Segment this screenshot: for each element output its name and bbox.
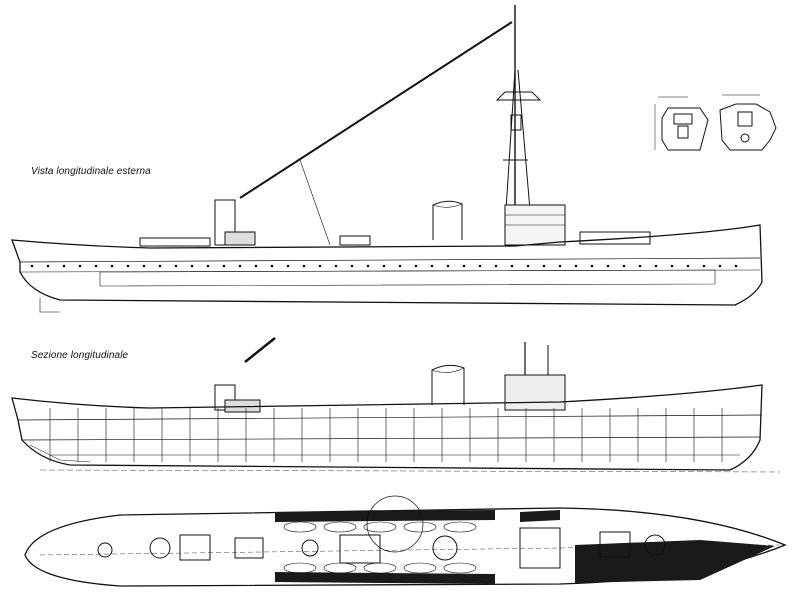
section-caption: Sezione longitudinale	[31, 350, 129, 361]
deck-plan	[24, 495, 787, 587]
external-view-profile	[11, 5, 763, 313]
longitudinal-section	[11, 337, 781, 473]
cross-section-inset	[654, 94, 777, 151]
external-view-caption: Vista longitudinale esterna	[31, 166, 151, 177]
